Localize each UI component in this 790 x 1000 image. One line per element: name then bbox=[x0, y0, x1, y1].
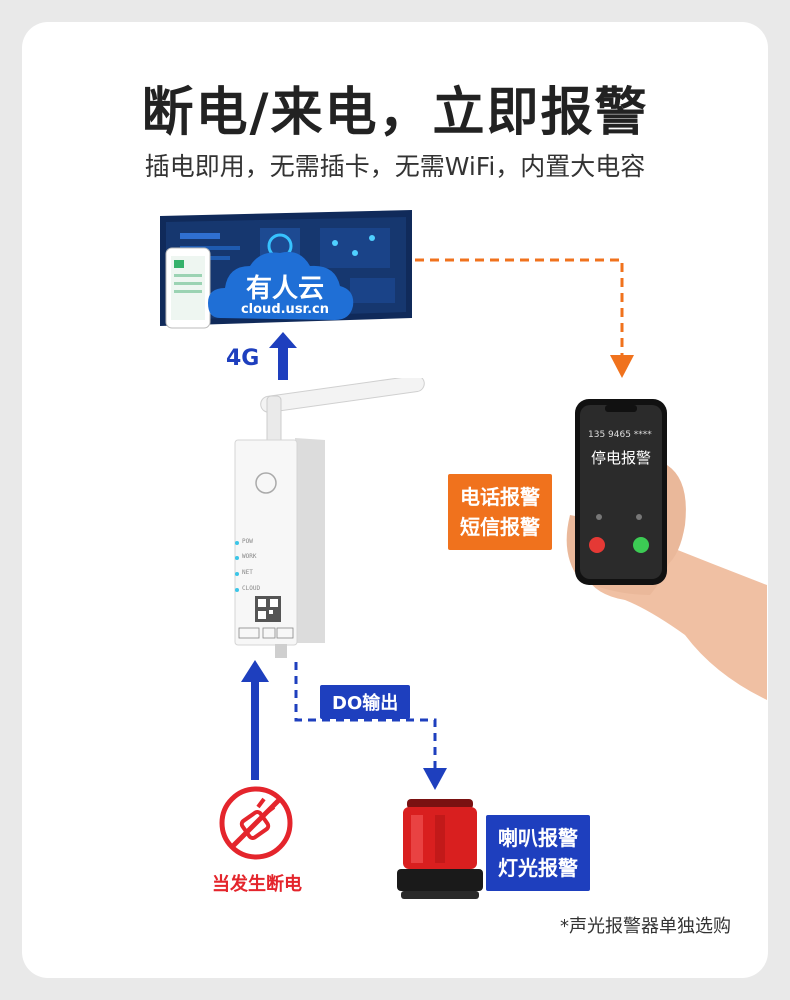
sms-alert-label: 短信报警 bbox=[460, 515, 540, 539]
do-output-path bbox=[294, 662, 447, 790]
upload-arrow-icon bbox=[269, 332, 297, 380]
led-label-work: WORK bbox=[242, 553, 257, 560]
phone-call-text: 停电报警 bbox=[590, 449, 651, 467]
dashboard-illustration bbox=[160, 210, 412, 329]
footnote: *声光报警器单独选购 bbox=[560, 916, 731, 937]
power-event-label: 当发生断电 bbox=[212, 874, 302, 895]
cloud-url: cloud.usr.cn bbox=[240, 302, 330, 317]
cloud-name: 有人云 bbox=[245, 274, 324, 304]
page-subtitle: 插电即用，无需插卡，无需WiFi，内置大电容 bbox=[144, 152, 646, 181]
led-label-cloud: CLOUD bbox=[242, 585, 261, 592]
cloud-to-phone-path bbox=[415, 258, 634, 378]
led-label-pow: POW bbox=[242, 538, 253, 545]
network-label: 4G bbox=[226, 346, 260, 371]
phone-alert-label: 电话报警 bbox=[460, 485, 540, 509]
do-output-tag: DO输出 bbox=[320, 685, 411, 719]
light-alert-label: 灯光报警 bbox=[498, 856, 578, 880]
power-arrow-icon bbox=[241, 660, 269, 780]
horn-alert-label: 喇叭报警 bbox=[498, 826, 578, 850]
phone-sms-alert-tag: 电话报警 短信报警 bbox=[448, 474, 552, 550]
horn-light-alert-tag: 喇叭报警 灯光报警 bbox=[486, 815, 590, 891]
no-power-plug-icon bbox=[219, 786, 293, 860]
device-illustration bbox=[234, 378, 425, 658]
siren-light-illustration bbox=[397, 799, 483, 899]
phone-hand-illustration bbox=[566, 399, 767, 700]
led-label-net: NET bbox=[242, 569, 253, 576]
page-title: 断电/来电，立即报警 bbox=[141, 83, 649, 143]
phone-number: 135 9465 **** bbox=[588, 430, 652, 440]
